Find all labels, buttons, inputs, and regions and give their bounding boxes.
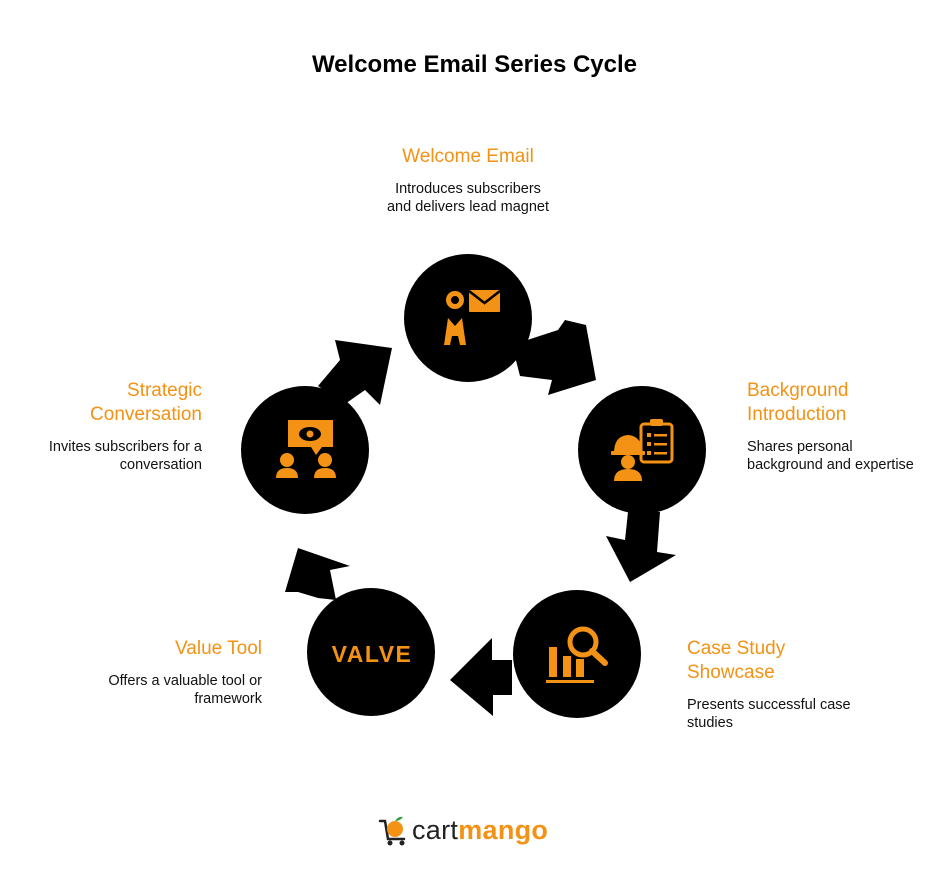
desc-line: framework [194,691,262,707]
arrow-case-to-value [450,638,512,716]
label-line: Introduction [747,404,847,425]
desc-line: background and expertise [747,457,914,473]
stage-label-value-tool: Value Tool [175,638,262,659]
stage-desc-case-study-showcase: Presents successful case studies [687,696,907,732]
node-welcome-email [404,254,532,382]
arrow-background-to-case [606,512,676,582]
person-mail-icon [444,290,501,345]
cartmango-logo: cartmango [378,810,548,850]
logo-text-cart: cart [412,814,459,845]
desc-line: Offers a valuable tool or [108,673,262,689]
node-value-tool [307,588,435,716]
stage-label-background-introduction: Background Introduction [747,379,937,427]
desc-line: Shares personal [747,439,853,455]
node-strategic-conversation [241,386,369,514]
desc-line: Presents successful case [687,697,851,713]
stage-desc-strategic-conversation: Invites subscribers for a conversation [2,438,202,474]
label-line: Strategic [127,380,202,401]
label-line: Showcase [687,662,775,683]
desc-line: Invites subscribers for a [48,439,202,455]
mango-cart-icon [378,816,406,846]
stage-desc-welcome-email: Introduces subscribers and delivers lead… [348,180,588,216]
diagram-title: Welcome Email Series Cycle [311,51,638,78]
stage-label-case-study-showcase: Case Study Showcase [687,637,877,685]
desc-line: conversation [119,457,202,473]
stage-label-strategic-conversation: Strategic Conversation [12,379,202,427]
label-line: Case Study [687,638,786,659]
desc-line: and delivers lead magnet [386,199,550,215]
chart-magnifier-icon [546,626,608,683]
arrow-strategic-to-welcome [318,340,392,405]
cycle-arrows [285,320,676,716]
label-line: Conversation [90,404,202,425]
stage-desc-background-introduction: Shares personal background and expertise [747,438,942,474]
arrow-value-to-strategic [285,548,350,600]
worker-checklist-icon [611,419,674,481]
desc-line: studies [687,715,733,731]
stage-label-welcome-email: Welcome Email [402,146,534,167]
logo-text-mango: mango [458,814,549,845]
stage-desc-value-tool: Offers a valuable tool or framework [42,672,262,708]
desc-line: Introduces subscribers [395,181,541,197]
label-line: Background [747,380,849,401]
value-text-icon: VALVE [332,641,413,667]
chat-eye-people-icon [276,420,336,478]
arrow-welcome-to-background [512,320,596,395]
